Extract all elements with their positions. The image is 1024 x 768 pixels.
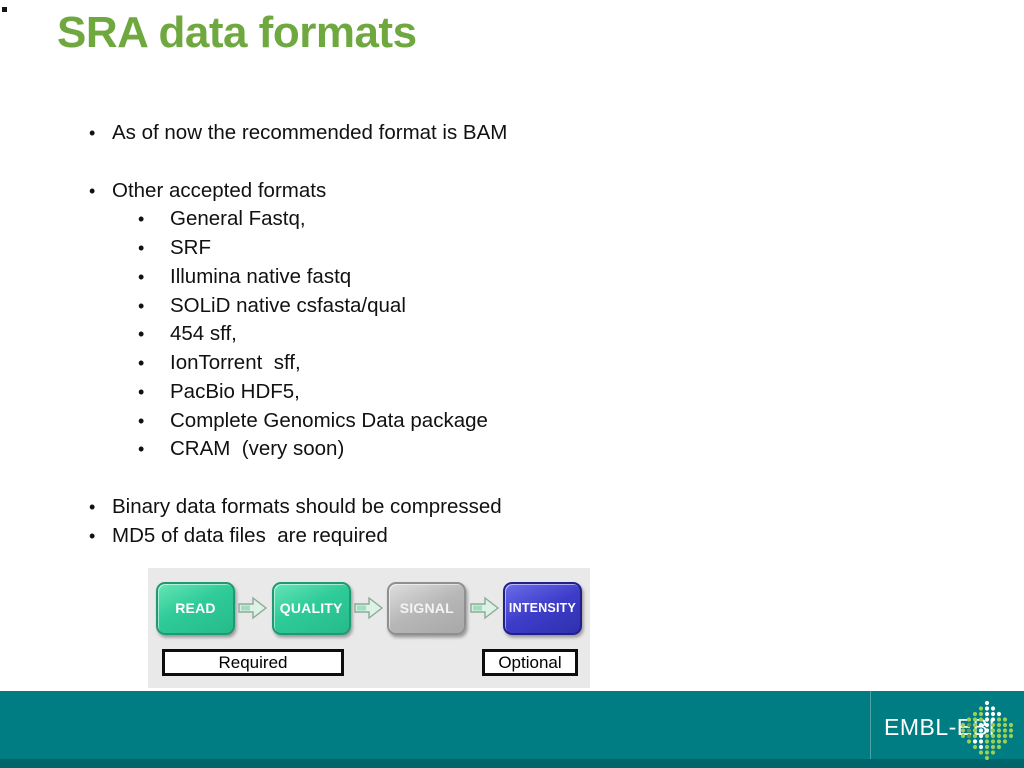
flow-row: READ QUALITY SIGNAL INTENSITY: [156, 579, 582, 637]
stage-intensity-box: INTENSITY: [502, 581, 582, 635]
data-flow-diagram: READ QUALITY SIGNAL INTENSITY: [148, 568, 590, 688]
bullet-list: As of now the recommended format is BAM …: [84, 119, 724, 550]
stage-label: READ: [175, 600, 216, 616]
required-label-box: Required: [162, 649, 344, 676]
flow-arrow-icon: [469, 596, 499, 620]
optional-label-box: Optional: [482, 649, 578, 676]
bullet-subitem: PacBio HDF5,: [84, 378, 724, 407]
bullet-item: Binary data formats should be compressed: [84, 493, 724, 522]
stage-label: SIGNAL: [399, 600, 454, 616]
bullet-subitem: CRAM (very soon): [84, 435, 724, 464]
bullet-item: Other accepted formats: [84, 177, 724, 206]
stray-period-mark: [2, 7, 7, 12]
stage-label: INTENSITY: [508, 601, 577, 615]
stage-read-box: READ: [156, 581, 235, 635]
footer-divider-line: [870, 691, 871, 768]
bullet-item: As of now the recommended format is BAM: [84, 119, 724, 148]
stage-quality-box: QUALITY: [271, 581, 351, 635]
stage-signal-box: SIGNAL: [387, 581, 467, 635]
stage-label: QUALITY: [279, 600, 343, 616]
footer-bar: [0, 691, 1024, 768]
bullet-item: MD5 of data files are required: [84, 522, 724, 551]
flow-arrow-icon: [238, 596, 268, 620]
bullet-subitem: IonTorrent sff,: [84, 349, 724, 378]
slide-title: SRA data formats: [57, 8, 417, 57]
bullet-subitem: 454 sff,: [84, 320, 724, 349]
bullet-subitem: SOLiD native csfasta/qual: [84, 292, 724, 321]
required-label: Required: [218, 652, 288, 672]
bullet-subitem: SRF: [84, 234, 724, 263]
optional-label: Optional: [498, 652, 562, 672]
footer-bottom-edge: [0, 759, 1024, 768]
bullet-subitem: Complete Genomics Data package: [84, 407, 724, 436]
bullet-subitem: General Fastq,: [84, 205, 724, 234]
flow-arrow-icon: [354, 596, 384, 620]
bullet-subitem: Illumina native fastq: [84, 263, 724, 292]
embl-ebi-hexagon-dots-logo: [960, 700, 1014, 761]
